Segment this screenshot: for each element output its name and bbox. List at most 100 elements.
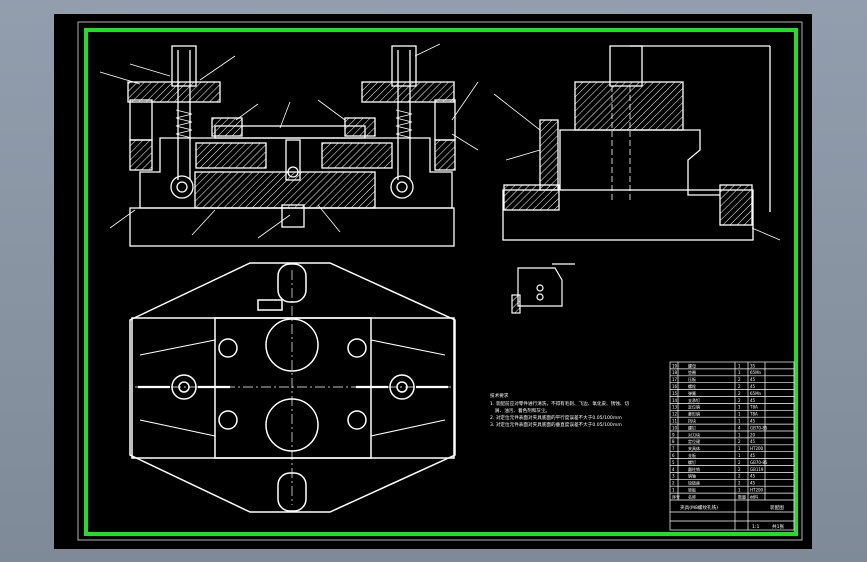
left-side-wall bbox=[129, 139, 153, 171]
bom-cell: 10 bbox=[672, 425, 678, 430]
side-bolt bbox=[609, 45, 643, 87]
bom-cell: GB70-85 bbox=[750, 460, 768, 465]
bom-cell: 20 bbox=[750, 432, 756, 437]
left-clamp-plate bbox=[127, 81, 221, 103]
bom-cell: 6 bbox=[672, 453, 675, 458]
bom-cell: 2 bbox=[738, 377, 741, 382]
bom-cell: 45 bbox=[750, 481, 756, 486]
side-base bbox=[502, 189, 754, 241]
top-view bbox=[129, 262, 456, 513]
side-locating-key bbox=[719, 184, 753, 226]
outer-sheet-line bbox=[77, 21, 803, 541]
notes-line-2: 屑、油污、着色剂和灰尘。 bbox=[495, 407, 550, 414]
bom-cell: 11 bbox=[672, 419, 678, 424]
bom-cell: GB70-85 bbox=[750, 425, 768, 430]
technical-notes: 技术要求 1. 装配前应对零件进行清洗，不得有毛刺、飞边、氧化皮、锈蚀、切 屑、… bbox=[490, 392, 629, 428]
bom-cell: 14 bbox=[672, 398, 678, 403]
bom-cell: HT200 bbox=[750, 446, 764, 451]
bom-cell: 铰链座 bbox=[688, 480, 700, 486]
side-body bbox=[559, 129, 720, 196]
bom-cell: T8A bbox=[749, 412, 758, 417]
bom-cell: 定位销 bbox=[688, 404, 700, 410]
bom-cell: GB119 bbox=[750, 467, 764, 472]
left-block-section bbox=[195, 142, 267, 169]
drawing-sheet bbox=[54, 14, 812, 549]
top-tool-block bbox=[257, 299, 283, 311]
bom-cell: 1 bbox=[738, 419, 741, 424]
bom-cell: 1 bbox=[738, 370, 741, 375]
bom-cell: 18 bbox=[672, 370, 678, 375]
bom-cell: 2 bbox=[738, 467, 741, 472]
bom-cell: T8A bbox=[749, 405, 758, 410]
bom-cell: 销轴 bbox=[688, 473, 696, 479]
bom-header-cell: 材料 bbox=[750, 493, 758, 499]
bom-cell: 15 bbox=[672, 391, 678, 396]
bom-cell: 45 bbox=[750, 439, 756, 444]
bom-cell: 12 bbox=[672, 412, 678, 417]
right-hinge-pin bbox=[390, 175, 414, 199]
bom-cell: 4 bbox=[672, 467, 675, 472]
bom-cell: 2 bbox=[738, 460, 741, 465]
bom-cell: 2 bbox=[672, 481, 675, 486]
bom-cell: 压板 bbox=[688, 376, 696, 382]
bom-cell: 定位键 bbox=[688, 438, 700, 444]
bom-cell: 螺钉 bbox=[688, 424, 696, 430]
right-spring bbox=[395, 109, 413, 139]
notes-line-4: 3. 对定位元件表面对夹具底面的垂直度误差不大于0.05/100mm bbox=[490, 421, 622, 428]
bom-cell: 夹具体 bbox=[688, 445, 700, 451]
bom-header-cell: 名称 bbox=[688, 493, 696, 499]
bom-cell: 3 bbox=[672, 474, 675, 479]
body-section bbox=[194, 171, 376, 209]
bom-cell: 圆柱销 bbox=[688, 466, 700, 472]
side-support bbox=[539, 119, 559, 191]
bom-cell: 45 bbox=[750, 419, 756, 424]
bom-cell: 1 bbox=[738, 412, 741, 417]
bom-cell: 13 bbox=[672, 405, 678, 410]
right-side-wall bbox=[434, 139, 456, 171]
bom-cell: 19 bbox=[672, 363, 678, 368]
bom-cell: 9 bbox=[672, 432, 675, 437]
bom-cell: 7 bbox=[672, 446, 675, 451]
bom-cell: 螺栓 bbox=[688, 383, 696, 389]
bom-cell: 1 bbox=[738, 432, 741, 437]
bom-cell: 5 bbox=[672, 460, 675, 465]
bom-cell: 1 bbox=[672, 488, 675, 493]
locating-key bbox=[281, 204, 305, 228]
bom-cell: 65Mn bbox=[750, 370, 762, 375]
detail-view bbox=[511, 263, 575, 314]
bom-cell: 65Mn bbox=[750, 391, 762, 396]
bom-cell: 45 bbox=[750, 384, 756, 389]
title-scale: 1:1 bbox=[752, 524, 759, 530]
bom-cell: 45 bbox=[750, 398, 756, 403]
right-bolt-head bbox=[391, 45, 417, 87]
drawing-border bbox=[84, 28, 798, 536]
bom-cell: 2 bbox=[738, 391, 741, 396]
notes-line-3: 2. 对定位元件表面对夹具底面的平行度误差不大于0.05/100mm bbox=[490, 414, 622, 421]
side-clamp bbox=[574, 81, 684, 131]
bom-cell: 17 bbox=[672, 377, 678, 382]
top-outline bbox=[129, 262, 456, 513]
bom-cell: HT200 bbox=[750, 488, 764, 493]
title-sheet: 共1张 bbox=[772, 523, 785, 530]
bom-cell: 1 bbox=[738, 446, 741, 451]
bom-cell: 8 bbox=[672, 439, 675, 444]
bom-cell: 45 bbox=[750, 474, 756, 479]
bom-cell: 1 bbox=[738, 488, 741, 493]
title-part-name: 夹具(M8螺纹孔铣) bbox=[680, 504, 718, 511]
bom-cell: 2 bbox=[738, 439, 741, 444]
bom-cell: 35 bbox=[750, 363, 756, 368]
title-material: 装配图 bbox=[770, 504, 784, 511]
left-spring bbox=[175, 109, 193, 139]
bom-cell: 弹簧 bbox=[688, 390, 696, 396]
bom-header-cell: 序号 bbox=[672, 493, 680, 499]
left-bolt-head bbox=[171, 45, 197, 87]
bom-cell: 45 bbox=[750, 453, 756, 458]
left-upper-wall bbox=[129, 99, 153, 141]
bom-cell: 对刀块 bbox=[688, 431, 700, 437]
bom-cell: 1 bbox=[738, 453, 741, 458]
bom-cell: 2 bbox=[738, 398, 741, 403]
bom-cell: 2 bbox=[738, 384, 741, 389]
top-workpiece bbox=[214, 317, 372, 459]
